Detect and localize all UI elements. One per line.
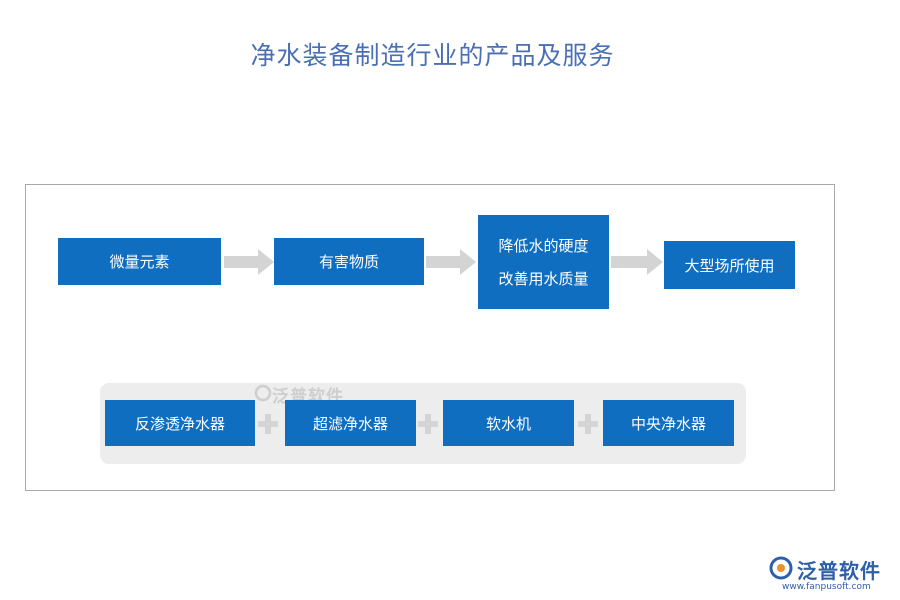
product-reverse-osmosis: 反渗透净水器 — [105, 400, 255, 446]
plus-icon — [578, 414, 598, 434]
flow-step-harmful-substances: 有害物质 — [274, 238, 424, 285]
product-water-softener: 软水机 — [443, 400, 574, 446]
product-label: 反渗透净水器 — [134, 414, 225, 433]
flow-step-line: 改善用水质量 — [498, 270, 589, 288]
product-label: 中央净水器 — [630, 414, 706, 433]
flow-step-water-quality: 降低水的硬度 改善用水质量 — [478, 215, 609, 309]
flow-step-label: 大型场所使用 — [684, 256, 775, 275]
watermark-logo-icon — [254, 384, 272, 402]
flow-step-label: 微量元素 — [109, 253, 170, 271]
product-ultrafiltration: 超滤净水器 — [285, 400, 416, 446]
product-label: 超滤净水器 — [312, 414, 388, 433]
flow-step-trace-elements: 微量元素 — [58, 238, 221, 285]
product-label: 软水机 — [485, 414, 531, 433]
product-central-purifier: 中央净水器 — [603, 400, 734, 446]
plus-icon — [258, 414, 278, 434]
brand-url: www.fanpusoft.com — [782, 582, 871, 592]
arrow-right-icon — [426, 249, 476, 275]
brand-name: 泛普软件 — [797, 559, 881, 583]
plus-icon — [418, 414, 438, 434]
flow-step-line: 降低水的硬度 — [498, 237, 589, 255]
flow-step-large-venues: 大型场所使用 — [664, 241, 795, 289]
arrow-right-icon — [224, 249, 274, 275]
flow-step-label: 有害物质 — [318, 253, 379, 271]
arrow-right-icon — [611, 249, 663, 275]
brand-logo-icon — [769, 556, 793, 580]
page-title: 净水装备制造行业的产品及服务 — [250, 41, 615, 70]
